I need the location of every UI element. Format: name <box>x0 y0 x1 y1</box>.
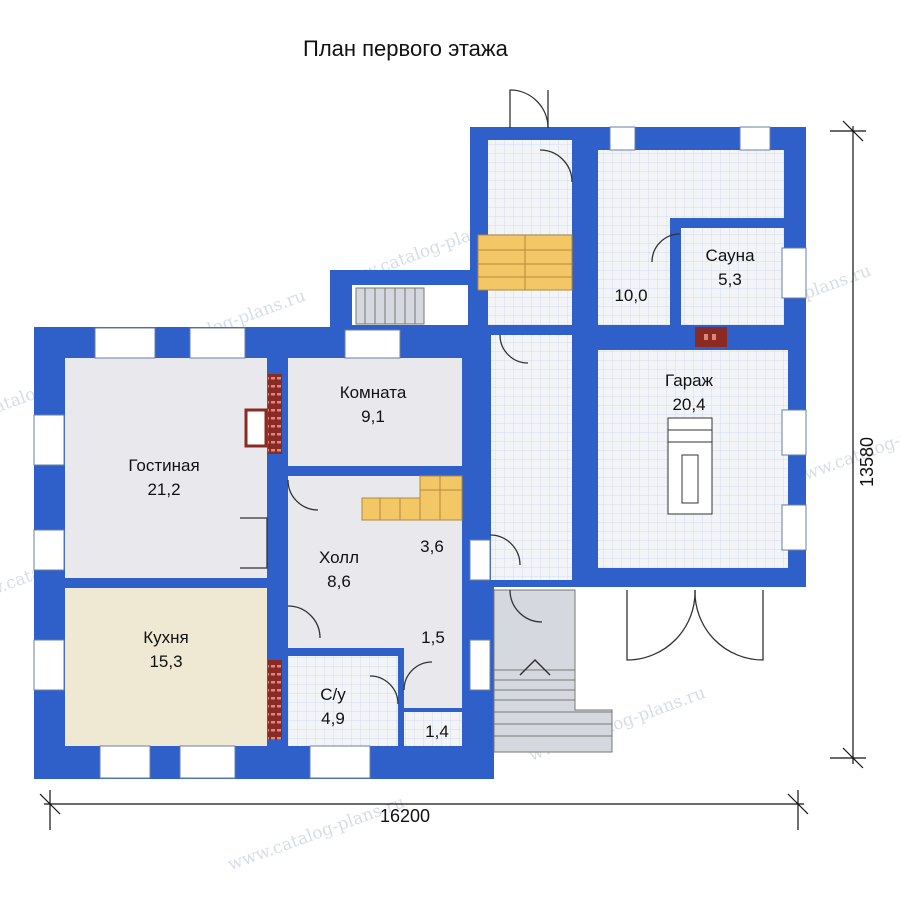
vestibule-floor <box>488 140 572 325</box>
chimneys <box>244 327 727 740</box>
sauna-name: Сауна <box>705 246 755 265</box>
dimension-lines <box>39 120 866 830</box>
sauna-floor <box>681 228 784 325</box>
corridor-floor <box>404 590 462 708</box>
closet-area-value: 1,4 <box>425 722 449 741</box>
kitchen-area: 15,3 <box>149 652 182 671</box>
stair-area-value: 3,6 <box>420 537 444 556</box>
sauna-area: 5,3 <box>718 270 742 289</box>
living-room-floor <box>65 358 267 578</box>
windows <box>33 126 807 779</box>
corridor-area-value: 1,5 <box>421 628 445 647</box>
bathroom-name: С/у <box>320 685 346 704</box>
bathroom-floor <box>288 656 398 746</box>
chimney-bath <box>268 660 282 740</box>
room-name: Комната <box>340 383 407 402</box>
bathroom-area: 4,9 <box>321 709 345 728</box>
living-room-name: Гостиная <box>128 456 199 475</box>
chimney-garage <box>695 327 727 347</box>
height-dimension: 13580 <box>857 437 877 487</box>
hall-area: 8,6 <box>327 572 351 591</box>
garage-area: 20,4 <box>672 395 705 414</box>
plan-title: План первого этажа <box>303 36 509 61</box>
stairs <box>355 234 713 753</box>
room-area: 9,1 <box>361 407 385 426</box>
floors <box>65 140 788 746</box>
closet-floor <box>404 712 462 746</box>
room-floor <box>288 358 462 466</box>
corridor-long-floor <box>491 335 573 580</box>
kitchen-floor <box>65 588 267 746</box>
hall-name: Холл <box>319 548 359 567</box>
watermark-text: www.catalog-plans.ru <box>225 792 407 875</box>
sauna-room-area: 10,0 <box>614 286 647 305</box>
kitchen-name: Кухня <box>143 628 189 647</box>
garage-name: Гараж <box>665 371 714 390</box>
width-dimension: 16200 <box>380 806 430 826</box>
living-room-area: 21,2 <box>147 480 180 499</box>
doors <box>240 89 764 705</box>
fireplace-living <box>268 374 282 454</box>
room-labels: Гостиная 21,2 Комната 9,1 Холл 8,6 3,6 1… <box>128 246 755 741</box>
